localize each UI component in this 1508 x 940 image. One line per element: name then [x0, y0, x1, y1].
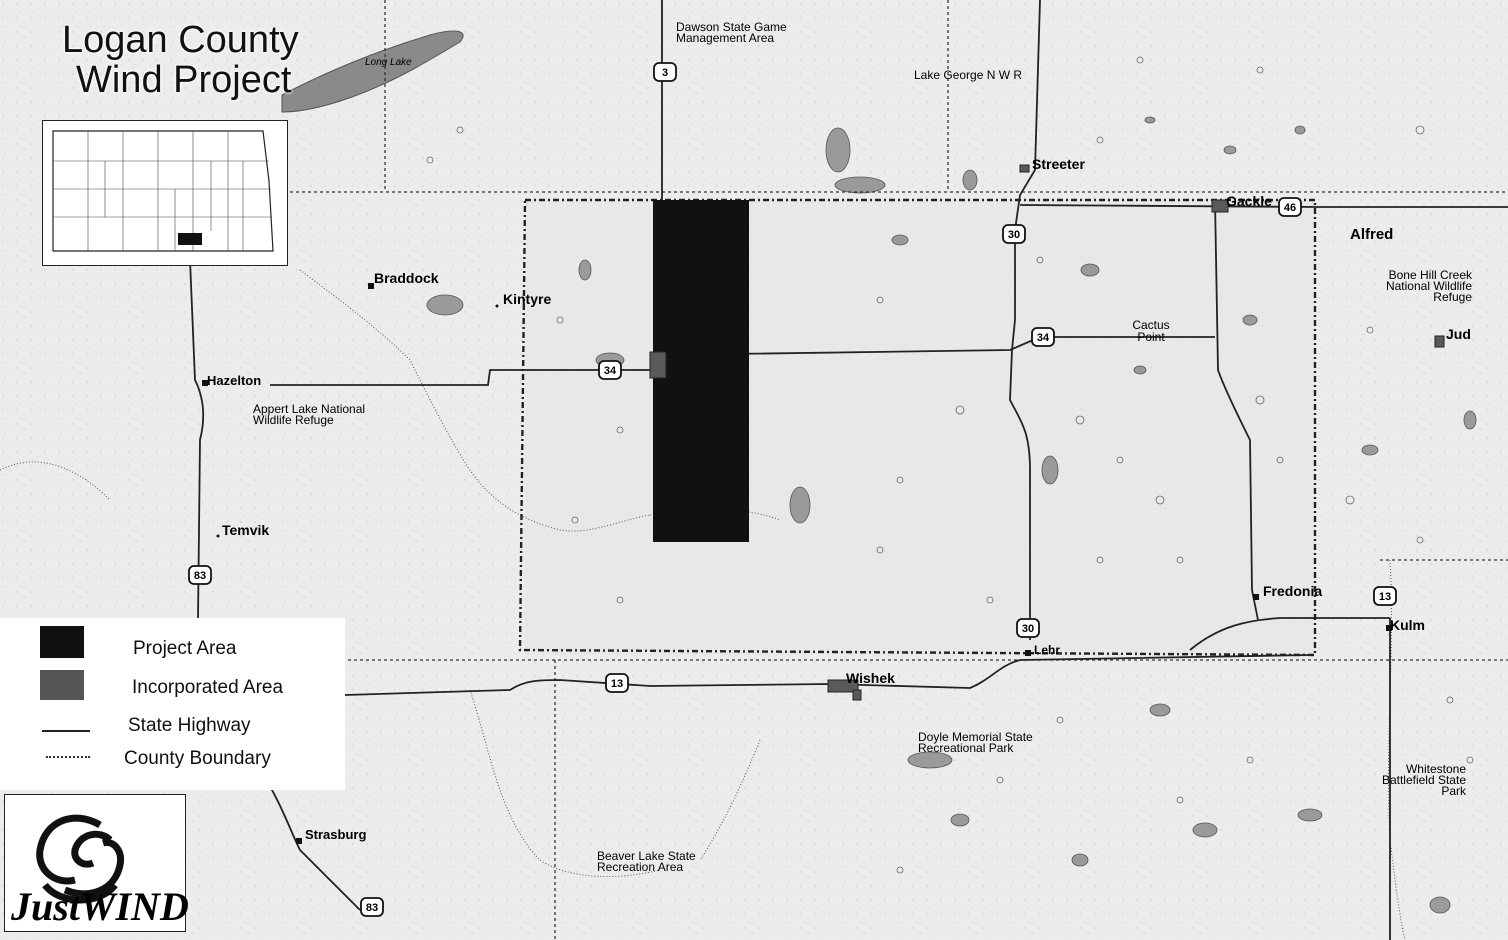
shield-hwy-34-west: 34 [598, 360, 622, 380]
shield-number: 83 [366, 902, 378, 914]
legend-swatch-incorporated [40, 670, 84, 700]
shield-hwy-3: 3 [653, 62, 677, 82]
legend: Project Area Incorporated Area State Hig… [0, 618, 345, 790]
shield-number: 30 [1022, 623, 1034, 635]
shield-hwy-13-east: 13 [1373, 586, 1397, 606]
map-title: Logan County Wind Project [62, 20, 299, 100]
label-braddock: Braddock [374, 270, 439, 286]
town-dots [202, 283, 1392, 844]
label-beaver: Beaver Lake State Recreation Area [597, 849, 696, 874]
logo-brand-text: JustWIND [11, 884, 189, 929]
label-alfred: Alfred [1350, 226, 1394, 243]
inset-map [42, 120, 288, 266]
shield-hwy-13-west: 13 [605, 673, 629, 693]
label-temvik: Temvik [222, 522, 270, 538]
label-dawson: Dawson State Game Management Area [676, 20, 787, 45]
logo-swirl-icon [36, 814, 125, 904]
label-lake-george: Lake George N W R [914, 68, 1023, 82]
legend-label-incorporated: Incorporated Area [132, 677, 284, 698]
label-long-lake: Long Lake [365, 57, 412, 68]
shield-number: 13 [1379, 591, 1391, 603]
legend-label-boundary: County Boundary [124, 748, 271, 769]
label-strasburg: Strasburg [305, 827, 367, 842]
long-lake-water [281, 30, 464, 113]
justwind-logo: JustWIND [4, 794, 189, 932]
label-lehr: Lehr [1034, 643, 1061, 657]
shield-number: 13 [611, 678, 623, 690]
shield-hwy-34-east: 34 [1031, 327, 1055, 347]
legend-line-highway [42, 730, 90, 732]
project-area-block [653, 200, 749, 542]
label-streeter: Streeter [1032, 156, 1085, 172]
logo-wordmark: JustWIND [11, 883, 189, 930]
incorporated-areas [649, 164, 1445, 701]
shield-hwy-46: 46 [1278, 197, 1302, 217]
label-wishek: Wishek [846, 670, 895, 686]
label-hazelton: Hazelton [207, 373, 262, 388]
title-line-1: Logan County [62, 19, 299, 61]
shield-number: 34 [604, 365, 617, 377]
inset-logan-county [178, 233, 202, 245]
legend-line-boundary [46, 756, 90, 758]
label-gackle: Gackle [1226, 193, 1272, 209]
highway-shields: 3 34 34 30 30 46 13 13 83 83 [188, 62, 1397, 917]
label-doyle: Doyle Memorial State Recreational Park [918, 730, 1033, 755]
label-fredonia: Fredonia [1263, 583, 1323, 599]
shield-number: 83 [194, 570, 206, 582]
label-kintyre: Kintyre [503, 291, 552, 307]
inset-state-outline [52, 130, 274, 252]
shield-number: 46 [1284, 202, 1296, 214]
title-line-2: Wind Project [76, 59, 292, 101]
shield-number: 34 [1037, 332, 1050, 344]
shield-hwy-83-north: 83 [188, 565, 212, 585]
shield-hwy-30-north: 30 [1002, 224, 1026, 244]
small-pond-outlines [426, 56, 1474, 874]
label-kulm: Kulm [1390, 617, 1425, 633]
logan-county-fill [525, 200, 1315, 655]
pond-group [426, 116, 1477, 914]
shield-number: 3 [662, 67, 668, 79]
shield-number: 30 [1008, 229, 1020, 241]
label-cactus-point: Cactus Point [1132, 318, 1170, 344]
legend-label-highway: State Highway [128, 715, 251, 736]
shield-hwy-83-south: 83 [360, 897, 384, 917]
legend-swatch-project [40, 626, 84, 658]
label-bone-hill: Bone Hill Creek National Wildlife Refuge [1385, 268, 1472, 304]
label-jud: Jud [1446, 326, 1471, 342]
label-whitestone: Whitestone Battlefield State Park [1381, 762, 1466, 798]
label-appert: Appert Lake National Wildlife Refuge [253, 402, 366, 427]
shield-hwy-30-south: 30 [1016, 618, 1040, 638]
legend-label-project: Project Area [133, 638, 237, 659]
